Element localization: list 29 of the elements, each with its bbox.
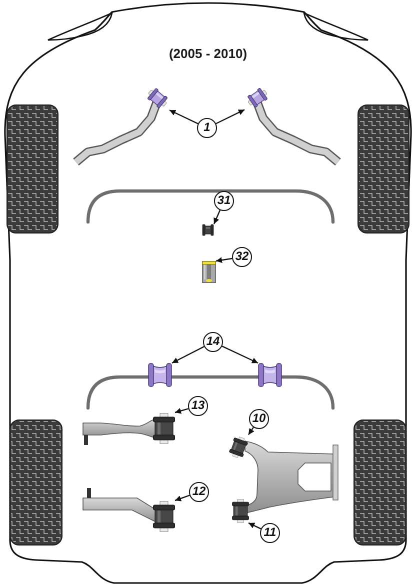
bushing-icon [144,86,170,110]
bushing-icon [153,500,175,532]
leader-line [174,408,189,414]
leader-line [248,426,254,436]
title: (2005 - 2010) [168,46,248,61]
bushing-icon [153,412,175,444]
bushing-icon [228,434,248,460]
leader-line [216,257,232,264]
leader-line [222,346,258,364]
leader-line [169,110,198,124]
bushing-icon [148,363,172,387]
callout-number: 14 [203,332,223,352]
callout-number: 10 [249,409,269,429]
bushing-icon [232,499,248,523]
leader-line [213,210,221,224]
bushing-icon [244,86,270,110]
leader-line [174,494,190,502]
leader-line [248,522,262,530]
callout-number: 31 [214,191,234,211]
bushing-icon [202,224,214,236]
bushing-icon [202,261,216,283]
leader-line [172,346,204,364]
callout-number: 13 [188,396,208,416]
callout-number: 12 [189,482,209,502]
bushing-icon [258,363,282,387]
callout-number: 1 [197,118,217,138]
callout-number: 32 [232,247,252,267]
callout-number: 11 [260,523,280,543]
leader-line [216,109,245,124]
